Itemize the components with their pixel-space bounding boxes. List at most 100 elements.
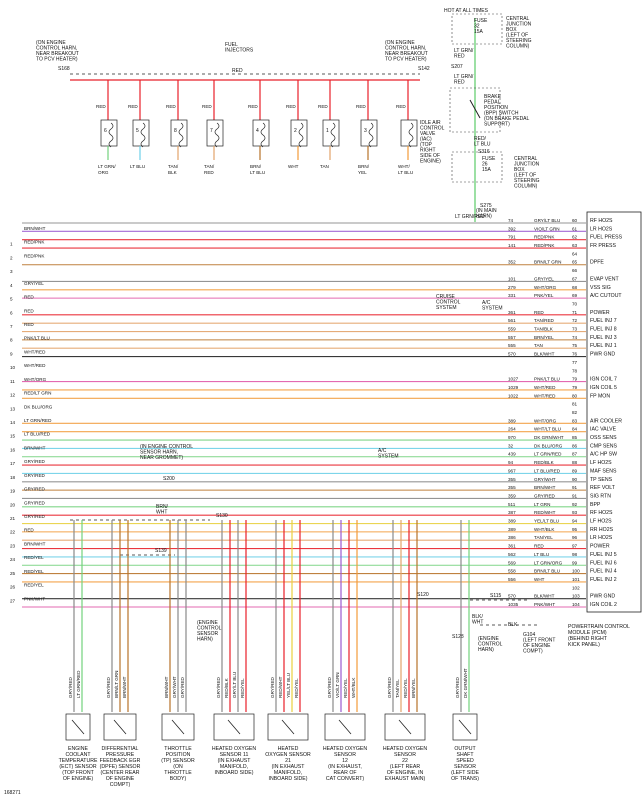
pcm-pin-number: 99 [572, 560, 578, 565]
pcm-circuit-number: 355 [508, 477, 516, 482]
pcm-circuit-number: 570 [508, 594, 516, 599]
engine-control-sensor-harn-label: HARN) [197, 637, 213, 643]
pcm-pin-number: 83 [572, 418, 578, 423]
pcm-wire-color: WHT/ORG [534, 285, 557, 290]
sensor-name: (IN EXHAUST [218, 758, 252, 764]
left-wire-label: DK BLU/ORG [24, 404, 53, 409]
fuse-26-label: FUSE [482, 156, 496, 162]
fuel-injector: 5LT BLU [130, 80, 150, 169]
injector-number: 6 [104, 128, 107, 134]
cjb-top-label: STEERING [506, 38, 532, 44]
pcm-circuit-number: 74 [508, 218, 514, 223]
sensor-wire-label: GRY/LT BLU [232, 672, 237, 698]
ac-system-label: A/C [482, 300, 491, 306]
cjb-mid-label: CENTRAL [514, 156, 538, 162]
sensor-wire-label: RED/YEL [343, 678, 348, 698]
diagram-static-structure [70, 13, 642, 626]
pcm-circuit-number: 361 [508, 544, 516, 549]
fuel-injectors-label: INJECTORS [225, 48, 254, 54]
sensor-symbol-icon [458, 719, 472, 735]
sensor-symbol-icon [398, 719, 412, 735]
sensor-name: (LEFT REAR [390, 764, 420, 770]
red-lt-blu-label: LT BLU [474, 142, 491, 148]
pcm-function-label: FUEL INJ 5 [590, 552, 617, 558]
left-wire-number: 25 [10, 571, 16, 576]
sensor-wire-label: BRN/LT GRN [114, 671, 119, 698]
ac-system-label: SYSTEM [482, 306, 503, 312]
sensor-name: HEATED OXYGEN [212, 746, 257, 752]
pcm-pin-number: 102 [572, 585, 580, 590]
cjb-top-label: (LEFT OF [506, 33, 528, 39]
left-wire-label: RED/YEL [24, 583, 44, 588]
pcm-circuit-number: 439 [508, 452, 516, 457]
pcm-wire-color: BRN/LT BLU [534, 569, 560, 574]
pcm-function-label: POWER [590, 544, 610, 550]
pcm-wire-color: BLK/WHT [534, 594, 555, 599]
pcm-pin-number: 91 [572, 493, 578, 498]
pcm-function-label: A/C HP SW [590, 452, 617, 458]
sensor-name: FEEDBACK EGR [100, 758, 141, 764]
left-wire-label: RED/LT GRN [24, 391, 51, 396]
pcm-pin-row: 102 [572, 585, 580, 590]
pcm-connector-box [586, 211, 642, 613]
pcm-function-label: AIR COOLER [590, 418, 622, 424]
pcm-circuit-number: 32 [508, 443, 514, 448]
left-wire-label: RED [24, 308, 34, 313]
injector-feed-label: RED [396, 104, 406, 109]
pcm-pin-number: 64 [572, 251, 578, 256]
splice-s115: S115 [490, 593, 502, 599]
engine-harn-right-label: NEAR BREAKOUT [385, 51, 428, 57]
injector-number: 1 [326, 128, 329, 134]
sensor-name: SENSOR [394, 752, 416, 758]
fuse-32-label: 32 [474, 24, 480, 30]
pcm-circuit-number: 279 [508, 285, 516, 290]
pcm-pin-number: 90 [572, 477, 578, 482]
splice-s275: S275 [480, 203, 492, 209]
bpp-switch-label: BRAKE [484, 94, 502, 100]
engine-harn-right-label: CONTROL HARN, [385, 46, 426, 52]
pcm-wire-color: RED/PNK [534, 235, 555, 240]
pcm-circuit-number: 387 [508, 510, 516, 515]
g104-label: (LEFT FRONT [523, 638, 555, 644]
pcm-title: POWERTRAIN CONTROL [568, 624, 630, 630]
brn-wht-splice-label: BRN/ [156, 504, 169, 510]
left-wire-number: 9 [10, 351, 13, 356]
sensor-name: THROTTLE [164, 746, 192, 752]
pcm-function-label: BPP [590, 502, 601, 508]
left-wire-label: RED [24, 295, 34, 300]
pcm-function-label: LF HO2S [590, 519, 612, 525]
pcm-wire-color: GRY/WHT [534, 477, 556, 482]
injector-wire-label: BRN/ [358, 164, 370, 169]
pcm-function-label: VSS SIG [590, 285, 611, 291]
sensor-name: SHAFT [456, 752, 474, 758]
sensor-name: CAT CONVERT) [326, 776, 365, 782]
injector-wire-label: RED [204, 170, 214, 175]
left-wire-label: GRY/RED [24, 500, 46, 505]
pcm-pin-number: 87 [572, 452, 578, 457]
sensor-wire-label: RED/WHT [278, 676, 283, 698]
pcm-wire-color: TAN/YEL [534, 535, 553, 540]
pcm-title: KICK PANEL) [568, 642, 600, 648]
pcm-pin-number: 91 [572, 485, 578, 490]
bpp-switch-contact [469, 99, 481, 119]
sensor-name: INBOARD SIDE) [269, 776, 308, 782]
fuse-26-label: 26 [482, 162, 488, 168]
pcm-circuit-number: 559 [508, 327, 516, 332]
sensor-name: COOLANT [65, 752, 91, 758]
left-wire-number: 4 [10, 283, 13, 288]
injector-number: 2 [294, 128, 297, 134]
sensor-wire-label: YEL/LT BLU [286, 673, 291, 698]
bpp-switch-label: PEDAL [484, 100, 501, 106]
sensor-name: 22 [402, 758, 408, 764]
